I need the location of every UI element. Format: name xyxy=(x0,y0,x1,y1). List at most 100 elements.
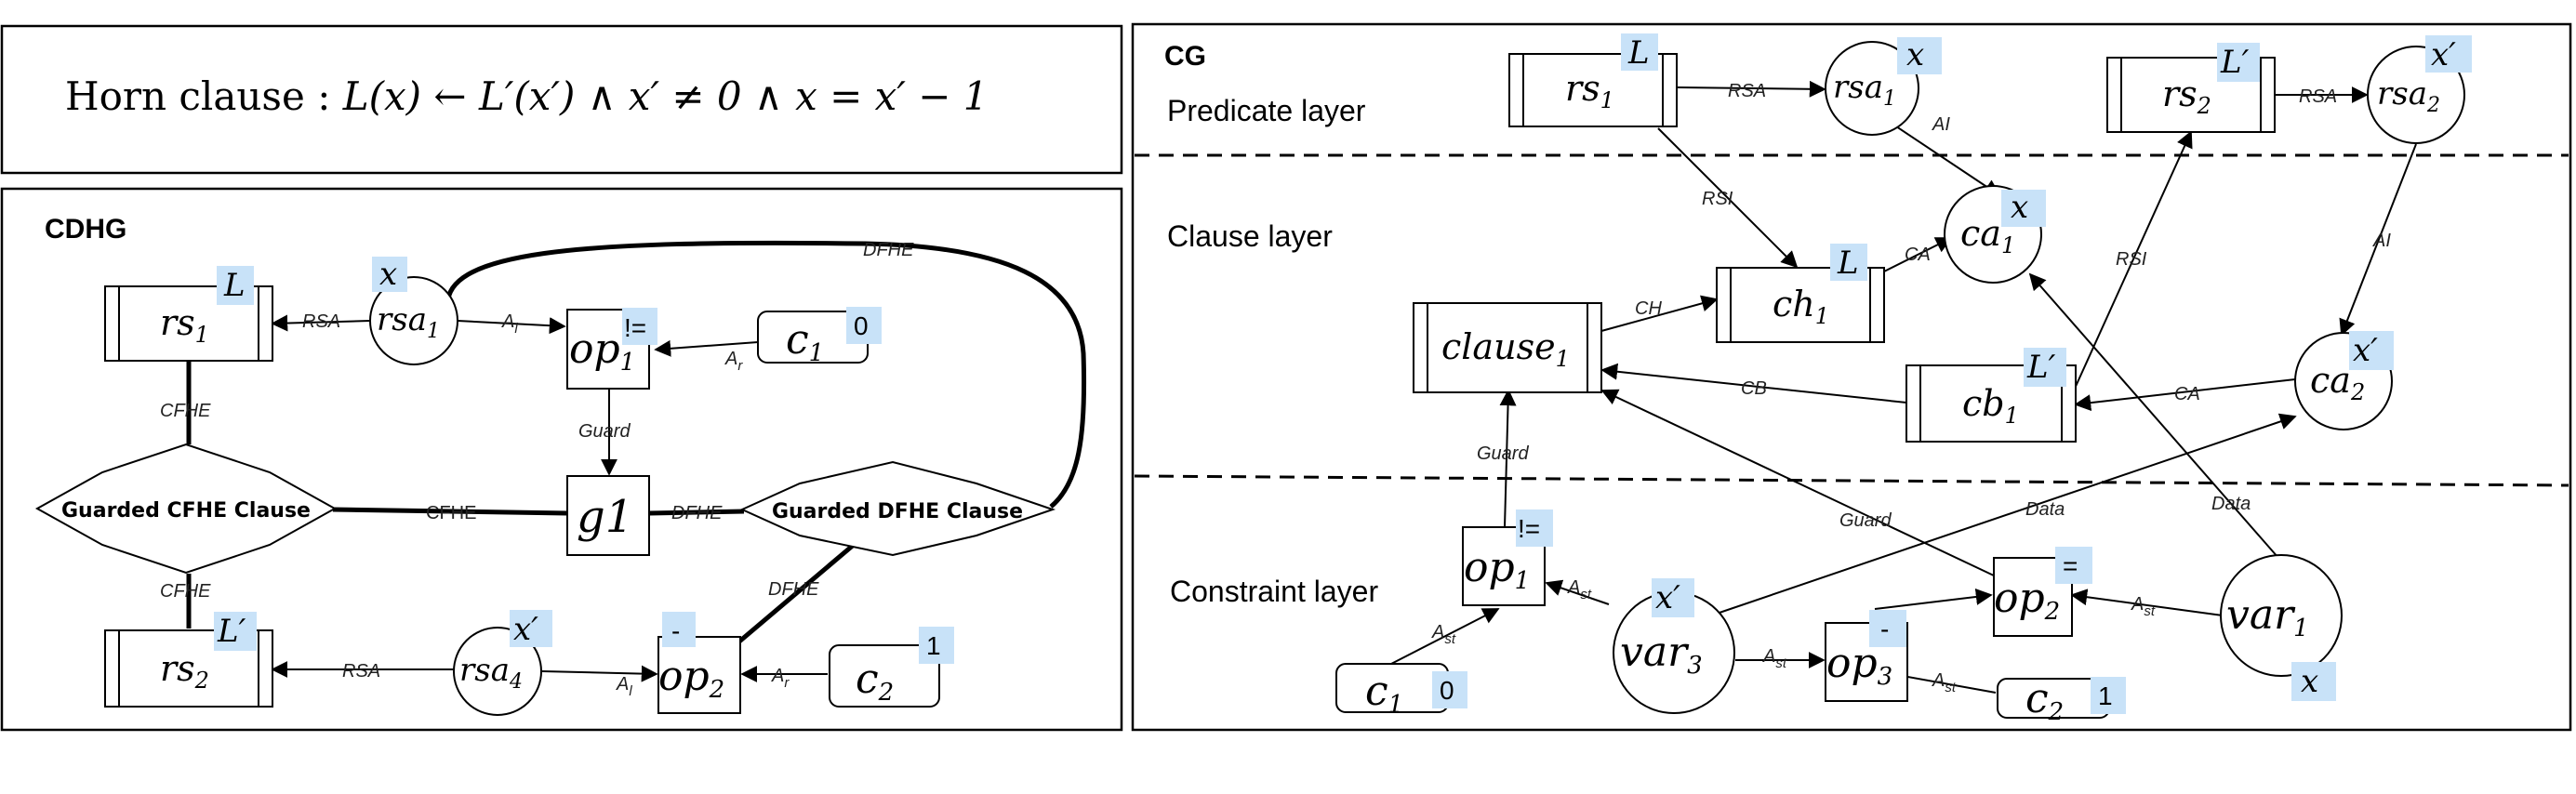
cg-edge-rsa1 xyxy=(1676,80,1826,98)
cg-edge-ai2 xyxy=(2339,143,2417,337)
cdhg-edge-dfhe-mid xyxy=(648,509,745,516)
horn-clause-text: Horn clause : L(x) ← L′(x′) ∧ x′ ≠ 0 ∧ x… xyxy=(65,73,989,119)
cg-label-ast1: Ast xyxy=(1431,622,1456,647)
cg-edge-cb xyxy=(1600,363,1907,404)
svg-text:rs2: rs2 xyxy=(2162,73,2211,119)
cg-layer-predicate: Predicate layer xyxy=(1167,94,1366,127)
cdhg-edge-dfhe-bottom xyxy=(737,537,862,643)
cg-label-ca1: CA xyxy=(1905,245,1931,265)
cg-label-ch: CH xyxy=(1635,298,1662,319)
svg-text:!=: != xyxy=(624,313,646,342)
cg-label-rsa1: RSA xyxy=(1728,81,1766,101)
cdhg-label-rsa-bottom: RSA xyxy=(342,661,380,682)
svg-text:var3: var3 xyxy=(1620,629,1703,680)
cg-layer-constraint: Constraint layer xyxy=(1170,575,1378,608)
cg-label-rsi1: RSI xyxy=(1702,189,1733,209)
cg-node-op3: op3 - xyxy=(1825,610,1908,702)
svg-text:x: x xyxy=(379,256,397,293)
cg-label-rsi2: RSI xyxy=(2116,249,2147,270)
cg-label-ai1: AI xyxy=(1932,114,1950,135)
svg-text:L′: L′ xyxy=(2026,349,2056,386)
svg-text:-: - xyxy=(671,616,680,645)
cdhg-node-c1: c1 0 xyxy=(757,307,882,367)
svg-text:op2: op2 xyxy=(1994,575,2060,626)
cdhg-edge-dfhe-top xyxy=(445,240,1087,509)
cg-label-guard1: Guard xyxy=(1477,443,1529,464)
cg-edge-data2 xyxy=(2028,272,2279,559)
cg-node-c1: c1 0 xyxy=(1335,663,1467,719)
svg-text:Guarded CFHE Clause: Guarded CFHE Clause xyxy=(61,499,311,523)
cdhg-node-rsa1: rsa1 x xyxy=(369,256,458,365)
cdhg-label-dfhe-mid: DFHE xyxy=(671,503,723,523)
svg-text:L′: L′ xyxy=(2220,44,2250,81)
cg-edge-ast4 xyxy=(1874,588,1993,610)
svg-text:=: = xyxy=(2063,551,2078,580)
cdhg-node-g1: g1 xyxy=(566,475,650,556)
cdhg-label-cfhe-bottom: CFHE xyxy=(160,581,211,602)
cdhg-label-cfhe-mid: CFHE xyxy=(426,503,476,523)
svg-text:op2: op2 xyxy=(658,653,724,704)
svg-text:c1: c1 xyxy=(786,316,824,367)
svg-text:L: L xyxy=(1837,245,1859,282)
cdhg-node-c2: c2 1 xyxy=(829,627,954,708)
svg-text:-: - xyxy=(1880,615,1889,643)
cdhg-label-cfhe-top: CFHE xyxy=(160,401,211,421)
cg-label-data1: Data xyxy=(2025,499,2065,520)
cdhg-panel xyxy=(0,187,1123,732)
cdhg-label-al-top: Al xyxy=(501,311,518,337)
svg-text:ca1: ca1 xyxy=(1960,213,2015,258)
cg-edge-guard2 xyxy=(1600,389,1997,577)
svg-text:1: 1 xyxy=(926,631,941,660)
cdhg-node-op2: op2 - xyxy=(657,612,741,714)
cdhg-node-rsa4: rsa4 x′ xyxy=(453,610,552,716)
cg-divider-clause-constraint xyxy=(1134,474,2569,487)
cdhg-title: CDHG xyxy=(45,214,126,245)
svg-text:g1: g1 xyxy=(577,491,633,543)
cg-node-cb1: cb1 L′ xyxy=(1905,348,2077,443)
svg-text:x′: x′ xyxy=(2353,332,2378,369)
cg-node-rs1: rs1 L xyxy=(1508,33,1678,127)
cg-edge-data1 xyxy=(1710,413,2297,616)
cg-node-ch1: ch1 L xyxy=(1716,244,1885,343)
cg-title: CG xyxy=(1164,41,1206,72)
cdhg-edge-ar-top xyxy=(654,339,759,357)
cg-edge-ast5 xyxy=(2070,589,2224,616)
svg-text:rsa1: rsa1 xyxy=(1833,69,1896,111)
cg-label-ast2: Ast xyxy=(1567,577,1592,602)
cg-label-ai2: AI xyxy=(2372,231,2391,251)
horn-clause-panel xyxy=(0,24,1123,175)
cg-label-ast4: Ast xyxy=(2131,594,2156,619)
cg-node-rsa1: rsa1 x xyxy=(1825,36,1942,136)
svg-text:x′: x′ xyxy=(1655,579,1680,616)
svg-text:cb1: cb1 xyxy=(1962,383,2019,429)
svg-text:0: 0 xyxy=(854,311,869,340)
svg-text:rsa2: rsa2 xyxy=(2377,75,2440,117)
cg-edge-ca2 xyxy=(2074,378,2296,412)
cg-label-ca2: CA xyxy=(2174,384,2200,404)
cdhg-edge-al-bottom xyxy=(541,665,658,682)
cg-edge-ai1 xyxy=(1887,120,2001,196)
cdhg-edge-rsa-top xyxy=(271,314,371,332)
svg-text:var1: var1 xyxy=(2226,591,2309,642)
cg-node-ca2: ca2 x′ xyxy=(2294,331,2394,430)
svg-text:c2: c2 xyxy=(2025,675,2064,726)
cdhg-label-ar-bottom: Ar xyxy=(771,666,790,691)
svg-text:c1: c1 xyxy=(1365,668,1403,719)
cdhg-label-guard: Guard xyxy=(578,421,631,442)
cdhg-edge-al-top xyxy=(457,317,566,335)
svg-text:L: L xyxy=(1627,34,1650,72)
cg-node-ca1: ca1 x xyxy=(1944,185,2046,284)
cdhg-label-al-bottom: Al xyxy=(616,674,632,699)
cg-panel xyxy=(1131,22,2572,732)
svg-text:x: x xyxy=(2301,663,2318,700)
cdhg-label-dfhe-bottom: DFHE xyxy=(768,579,819,600)
cg-node-var3: var3 x′ xyxy=(1613,578,1735,714)
cg-node-rs2: rs2 L′ xyxy=(2106,43,2276,133)
cg-edge-rsi1 xyxy=(1657,127,1799,269)
cg-node-var1: var1 x xyxy=(2220,554,2343,701)
svg-text:L: L xyxy=(223,267,246,304)
svg-text:x: x xyxy=(1906,36,1924,73)
svg-text:c2: c2 xyxy=(856,655,894,707)
cg-node-c2: c2 1 xyxy=(1997,675,2126,726)
